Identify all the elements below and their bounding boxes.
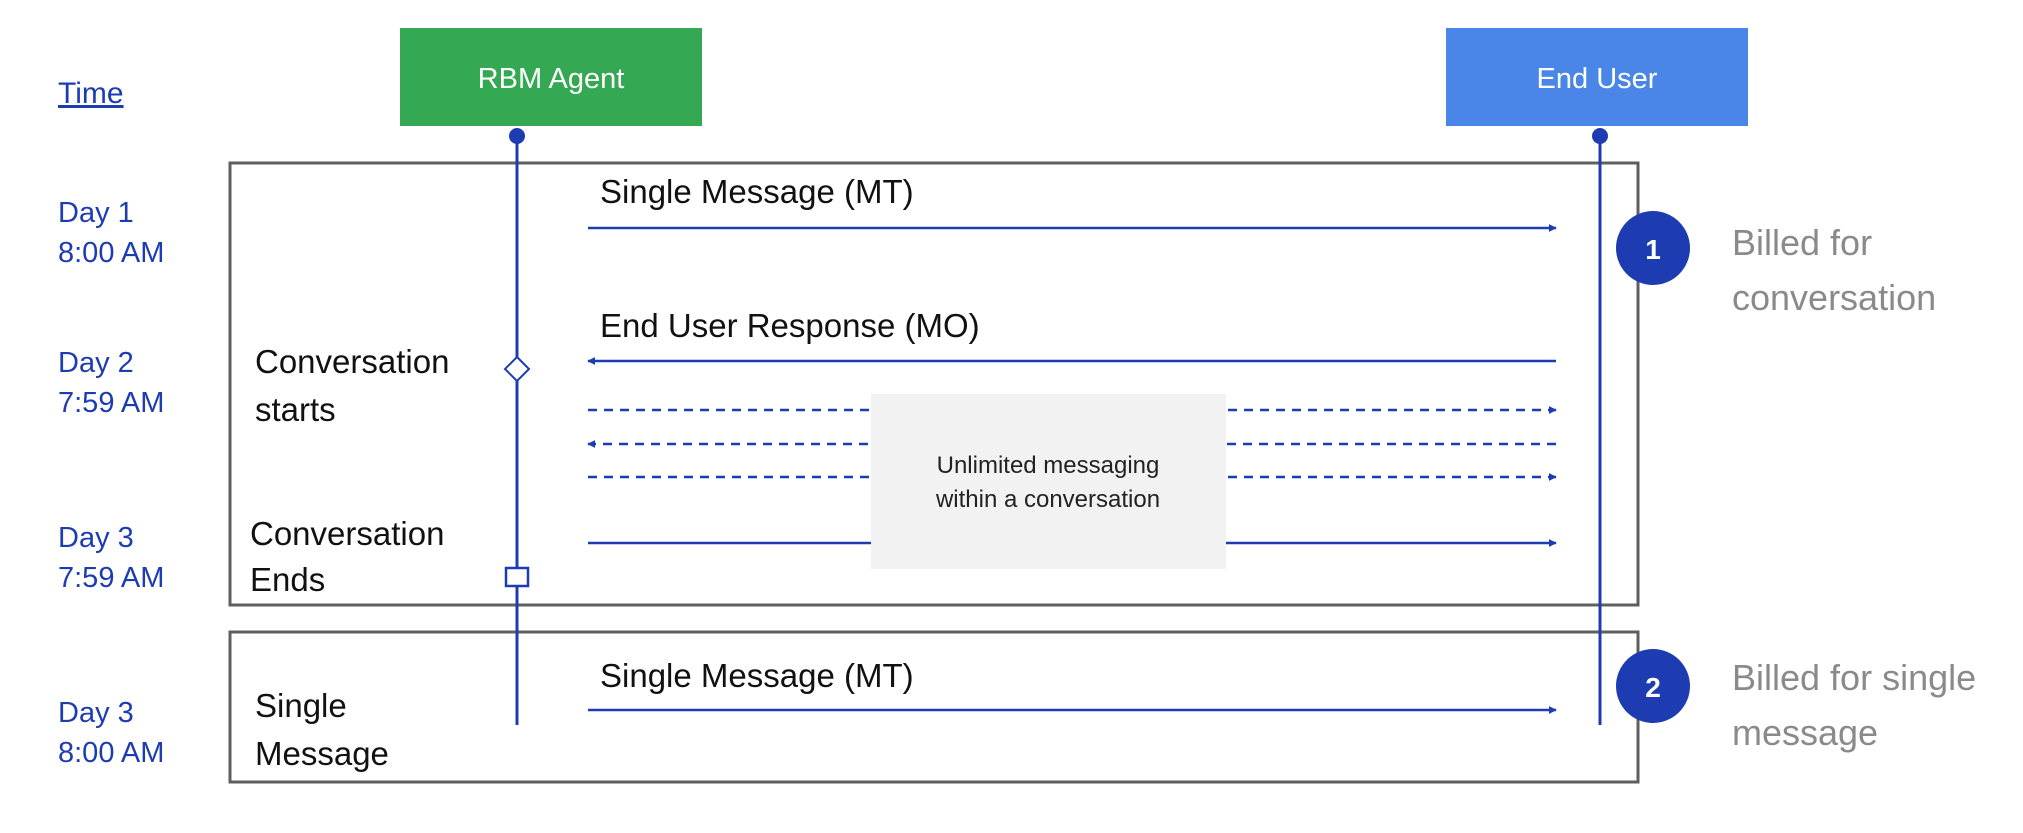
unlimited-note-line: Unlimited messaging bbox=[937, 452, 1160, 479]
billing-badge-2 bbox=[1616, 649, 1690, 723]
conversation-starts-label: Conversation bbox=[255, 343, 449, 380]
single-message-frame bbox=[228, 630, 1640, 784]
billing-badge-number: 1 bbox=[1645, 234, 1661, 265]
time-label-time: 8:00 AM bbox=[58, 737, 164, 769]
agent-box bbox=[400, 28, 702, 126]
agent-label: RBM Agent bbox=[478, 63, 625, 95]
user-label: End User bbox=[1537, 63, 1658, 95]
time-label-day: Day 3 bbox=[58, 697, 134, 729]
billing-badge-1 bbox=[1616, 211, 1690, 285]
single-message-label: Single bbox=[255, 687, 347, 724]
conversation-start-diamond bbox=[503, 355, 531, 383]
time-label-time: 7:59 AM bbox=[58, 387, 164, 419]
user-lifeline-start-dot bbox=[1592, 128, 1608, 144]
conversation-frame bbox=[228, 161, 1640, 607]
unlimited-note-line: within a conversation bbox=[935, 486, 1160, 513]
conversation-starts-label: starts bbox=[255, 391, 336, 428]
billing-description-line: Billed for bbox=[1732, 222, 1872, 263]
mo-message-label: End User Response (MO) bbox=[600, 307, 980, 344]
unlimited-messaging-note bbox=[871, 394, 1226, 569]
time-header: Time bbox=[58, 77, 124, 110]
billing-description-line: message bbox=[1732, 712, 1878, 753]
billing-description-line: Billed for single bbox=[1732, 657, 1976, 698]
conversation-ends-label: Ends bbox=[250, 561, 325, 598]
user-box bbox=[1446, 28, 1748, 126]
conversation-ends-label: Conversation bbox=[250, 515, 444, 552]
time-label-time: 7:59 AM bbox=[58, 562, 164, 594]
agent-lifeline-start-dot bbox=[509, 128, 525, 144]
billing-badge-number: 2 bbox=[1645, 672, 1661, 703]
time-label-day: Day 1 bbox=[58, 197, 134, 229]
billing-description-line: conversation bbox=[1732, 277, 1936, 318]
single-message-label: Message bbox=[255, 735, 389, 772]
time-label-day: Day 3 bbox=[58, 522, 134, 554]
time-label-time: 8:00 AM bbox=[58, 237, 164, 269]
time-label-day: Day 2 bbox=[58, 347, 134, 379]
mt-message-label: Single Message (MT) bbox=[600, 173, 914, 210]
mt-message-label-2: Single Message (MT) bbox=[600, 657, 914, 694]
conversation-end-square bbox=[504, 566, 530, 588]
